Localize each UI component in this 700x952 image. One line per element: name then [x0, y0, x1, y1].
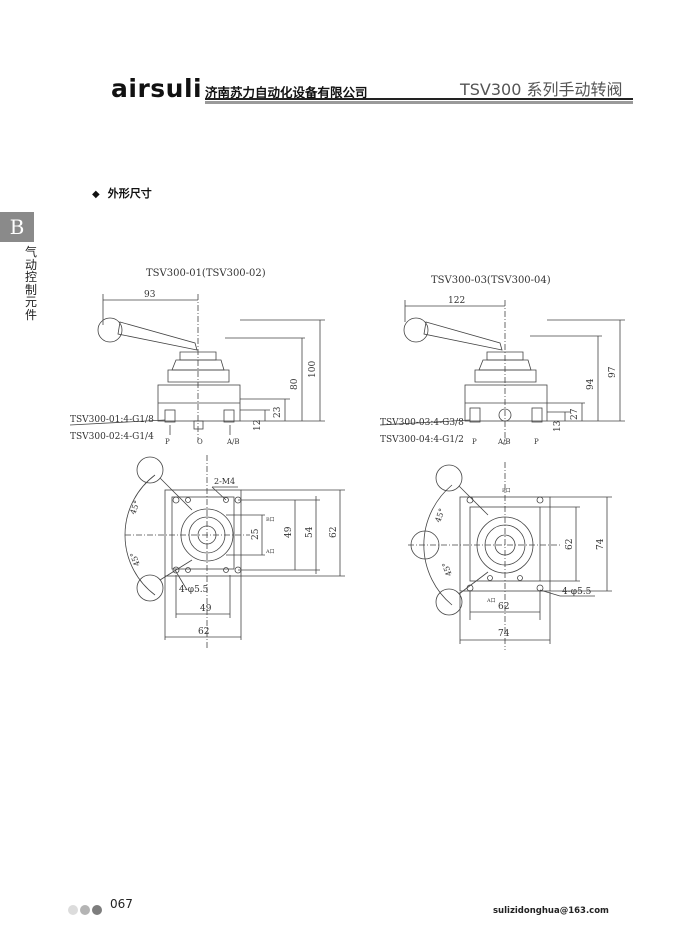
footer-dots [68, 900, 104, 919]
header-rule-shadow [205, 101, 633, 104]
left-dim-12: 12 [253, 420, 263, 431]
left-callout-hole: 4-φ5.5 [179, 585, 209, 595]
page-number: 067 [110, 897, 133, 911]
series-title: TSV300 系列手动转阀 [460, 80, 623, 99]
left-angle-bottom: 45° [129, 551, 142, 567]
left-bottom-dim-49: 49 [200, 604, 212, 614]
left-top-view: 2-M4 4-φ5.5 45° 45° B口 A口 49 62 62 54 49… [124, 455, 345, 650]
left-front-view: TSV300-01(TSV300-02) 93 100 80 23 [69, 268, 325, 446]
right-port-label-p2: P [534, 438, 539, 446]
contact-email: sulizidonghua@163.com [493, 906, 609, 916]
right-front-view: TSV300-03(TSV300-04) 122 97 94 27 13 TSV… [379, 275, 625, 446]
left-dim-80: 80 [290, 378, 300, 390]
left-bottom-dim-62: 62 [198, 627, 209, 637]
brand-logo: airsuli [111, 74, 203, 103]
left-model-title: TSV300-01(TSV300-02) [146, 268, 266, 279]
left-mark-a: A口 [265, 549, 275, 555]
company-name: 济南苏力自动化设备有限公司 [205, 85, 368, 100]
left-dim-width: 93 [144, 290, 156, 300]
left-right-dim-25: 25 [251, 528, 261, 540]
left-port-label-ab: A/B [226, 438, 240, 446]
left-mark-b: B口 [266, 517, 275, 523]
left-dim-23: 23 [273, 406, 283, 418]
left-port-note-2: TSV300-02:4-G1/4 [70, 432, 154, 442]
right-callout-hole: 4-φ5.5 [562, 587, 592, 597]
left-port-note-1: TSV300-01:4-G1/8 [70, 415, 154, 425]
right-dim-width: 122 [448, 296, 465, 306]
section-heading: ◆ 外形尺寸 [92, 185, 152, 201]
right-bottom-dim-74: 74 [498, 629, 510, 639]
right-mark-b: B口 [502, 488, 511, 494]
side-tab-letter: B [0, 212, 34, 242]
left-right-dim-54: 54 [305, 526, 315, 538]
left-dim-100: 100 [308, 361, 318, 378]
right-model-title: TSV300-03(TSV300-04) [431, 275, 551, 286]
right-mark-a: A口 [486, 598, 496, 604]
footer-dot-1 [68, 905, 78, 915]
right-right-dim-74: 74 [596, 538, 606, 550]
left-right-dim-62: 62 [329, 527, 339, 538]
right-port-note-2: TSV300-04:4-G1/2 [380, 435, 464, 445]
right-angle-bottom: 45° [441, 561, 454, 577]
right-angle-top: 45° [433, 507, 446, 523]
right-dim-13: 13 [553, 420, 563, 432]
side-tab-text: 气动控制元件 [24, 245, 37, 322]
right-right-dim-62: 62 [565, 539, 575, 550]
right-dim-27: 27 [570, 408, 580, 420]
right-top-view: B口 A口 45° 45° 4-φ5.5 62 74 74 62 [408, 462, 612, 650]
right-port-label-ab: A/B [497, 438, 511, 446]
left-callout-thread: 2-M4 [214, 477, 235, 486]
right-dim-97: 97 [608, 366, 618, 378]
left-angle-top: 45° [128, 499, 141, 515]
right-port-label-p1: P [472, 438, 477, 446]
footer-dot-3 [92, 905, 102, 915]
left-port-label-p: P [165, 438, 170, 446]
left-port-label-o: O [197, 438, 203, 446]
header-rule [205, 98, 633, 100]
right-bottom-dim-62: 62 [498, 602, 509, 612]
section-title: 外形尺寸 [107, 187, 152, 200]
diamond-bullet-icon: ◆ [92, 189, 100, 200]
right-port-note-1: TSV300-03:4-G3/8 [380, 418, 464, 428]
footer-dot-2 [80, 905, 90, 915]
right-dim-94: 94 [586, 378, 596, 390]
left-right-dim-49: 49 [284, 526, 294, 538]
